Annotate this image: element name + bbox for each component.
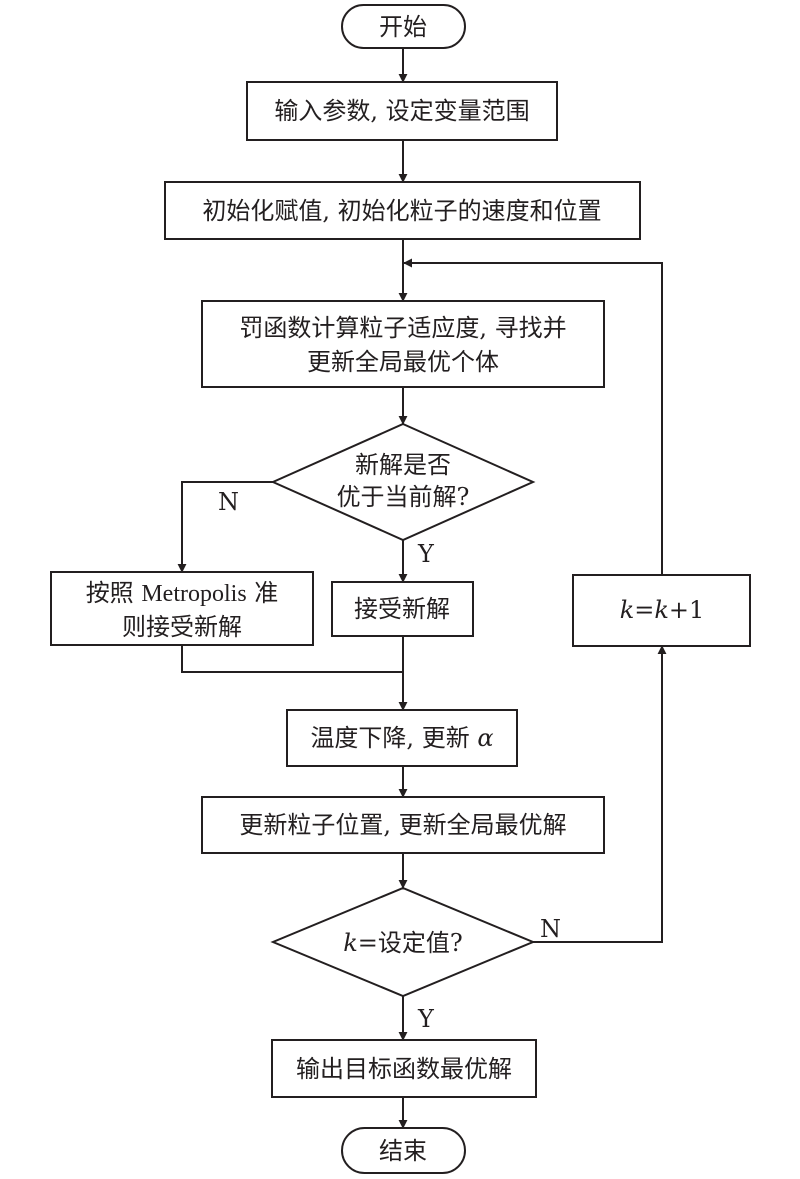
accept-label: 接受新解 xyxy=(354,595,450,623)
decision2-yes-label: Y xyxy=(417,1005,435,1033)
decision1-label-line1: 新解是否 xyxy=(355,451,451,479)
decision2-no-label: N xyxy=(540,915,561,943)
arrow-decision1-no xyxy=(177,481,273,573)
line-metropolis-merge xyxy=(181,645,403,673)
temperature-box: 温度下降, 更新 α xyxy=(286,709,518,767)
decision-better-solution: 新解是否 优于当前解? xyxy=(270,422,536,542)
arrow-loop-back xyxy=(403,258,663,575)
decision1-yes-label: Y xyxy=(417,540,435,568)
increment-box: k=k+1 xyxy=(572,574,751,647)
end-label: 结束 xyxy=(379,1137,427,1165)
arrow-decision2-no xyxy=(533,645,667,943)
metropolis-label-line1: 按照 Metropolis 准 xyxy=(86,579,279,607)
metropolis-box: 按照 Metropolis 准 则接受新解 xyxy=(50,571,314,646)
start-terminal: 开始 xyxy=(341,4,466,49)
decision2-label: k=设定值? xyxy=(343,929,463,957)
decision-k-check: k=设定值? xyxy=(270,886,536,998)
fitness-label-line2: 更新全局最优个体 xyxy=(307,348,499,376)
input-label: 输入参数, 设定变量范围 xyxy=(274,97,529,125)
update-label: 更新粒子位置, 更新全局最优解 xyxy=(239,811,566,839)
output-box: 输出目标函数最优解 xyxy=(271,1039,537,1098)
init-box: 初始化赋值, 初始化粒子的速度和位置 xyxy=(164,181,641,240)
start-label: 开始 xyxy=(379,13,427,41)
fitness-label-line1: 罚函数计算粒子适应度, 寻找并 xyxy=(239,314,566,342)
increment-label: k=k+1 xyxy=(620,596,705,624)
update-box: 更新粒子位置, 更新全局最优解 xyxy=(201,796,605,854)
decision1-label-line2: 优于当前解? xyxy=(337,483,470,511)
output-label: 输出目标函数最优解 xyxy=(296,1055,512,1083)
end-terminal: 结束 xyxy=(341,1127,466,1174)
metropolis-label-line2: 则接受新解 xyxy=(122,613,242,641)
decision1-no-label: N xyxy=(218,488,239,516)
accept-box: 接受新解 xyxy=(331,581,474,637)
init-label: 初始化赋值, 初始化粒子的速度和位置 xyxy=(202,197,601,225)
temperature-label: 温度下降, 更新 α xyxy=(310,724,493,752)
fitness-box: 罚函数计算粒子适应度, 寻找并 更新全局最优个体 xyxy=(201,300,605,388)
input-box: 输入参数, 设定变量范围 xyxy=(246,81,558,141)
